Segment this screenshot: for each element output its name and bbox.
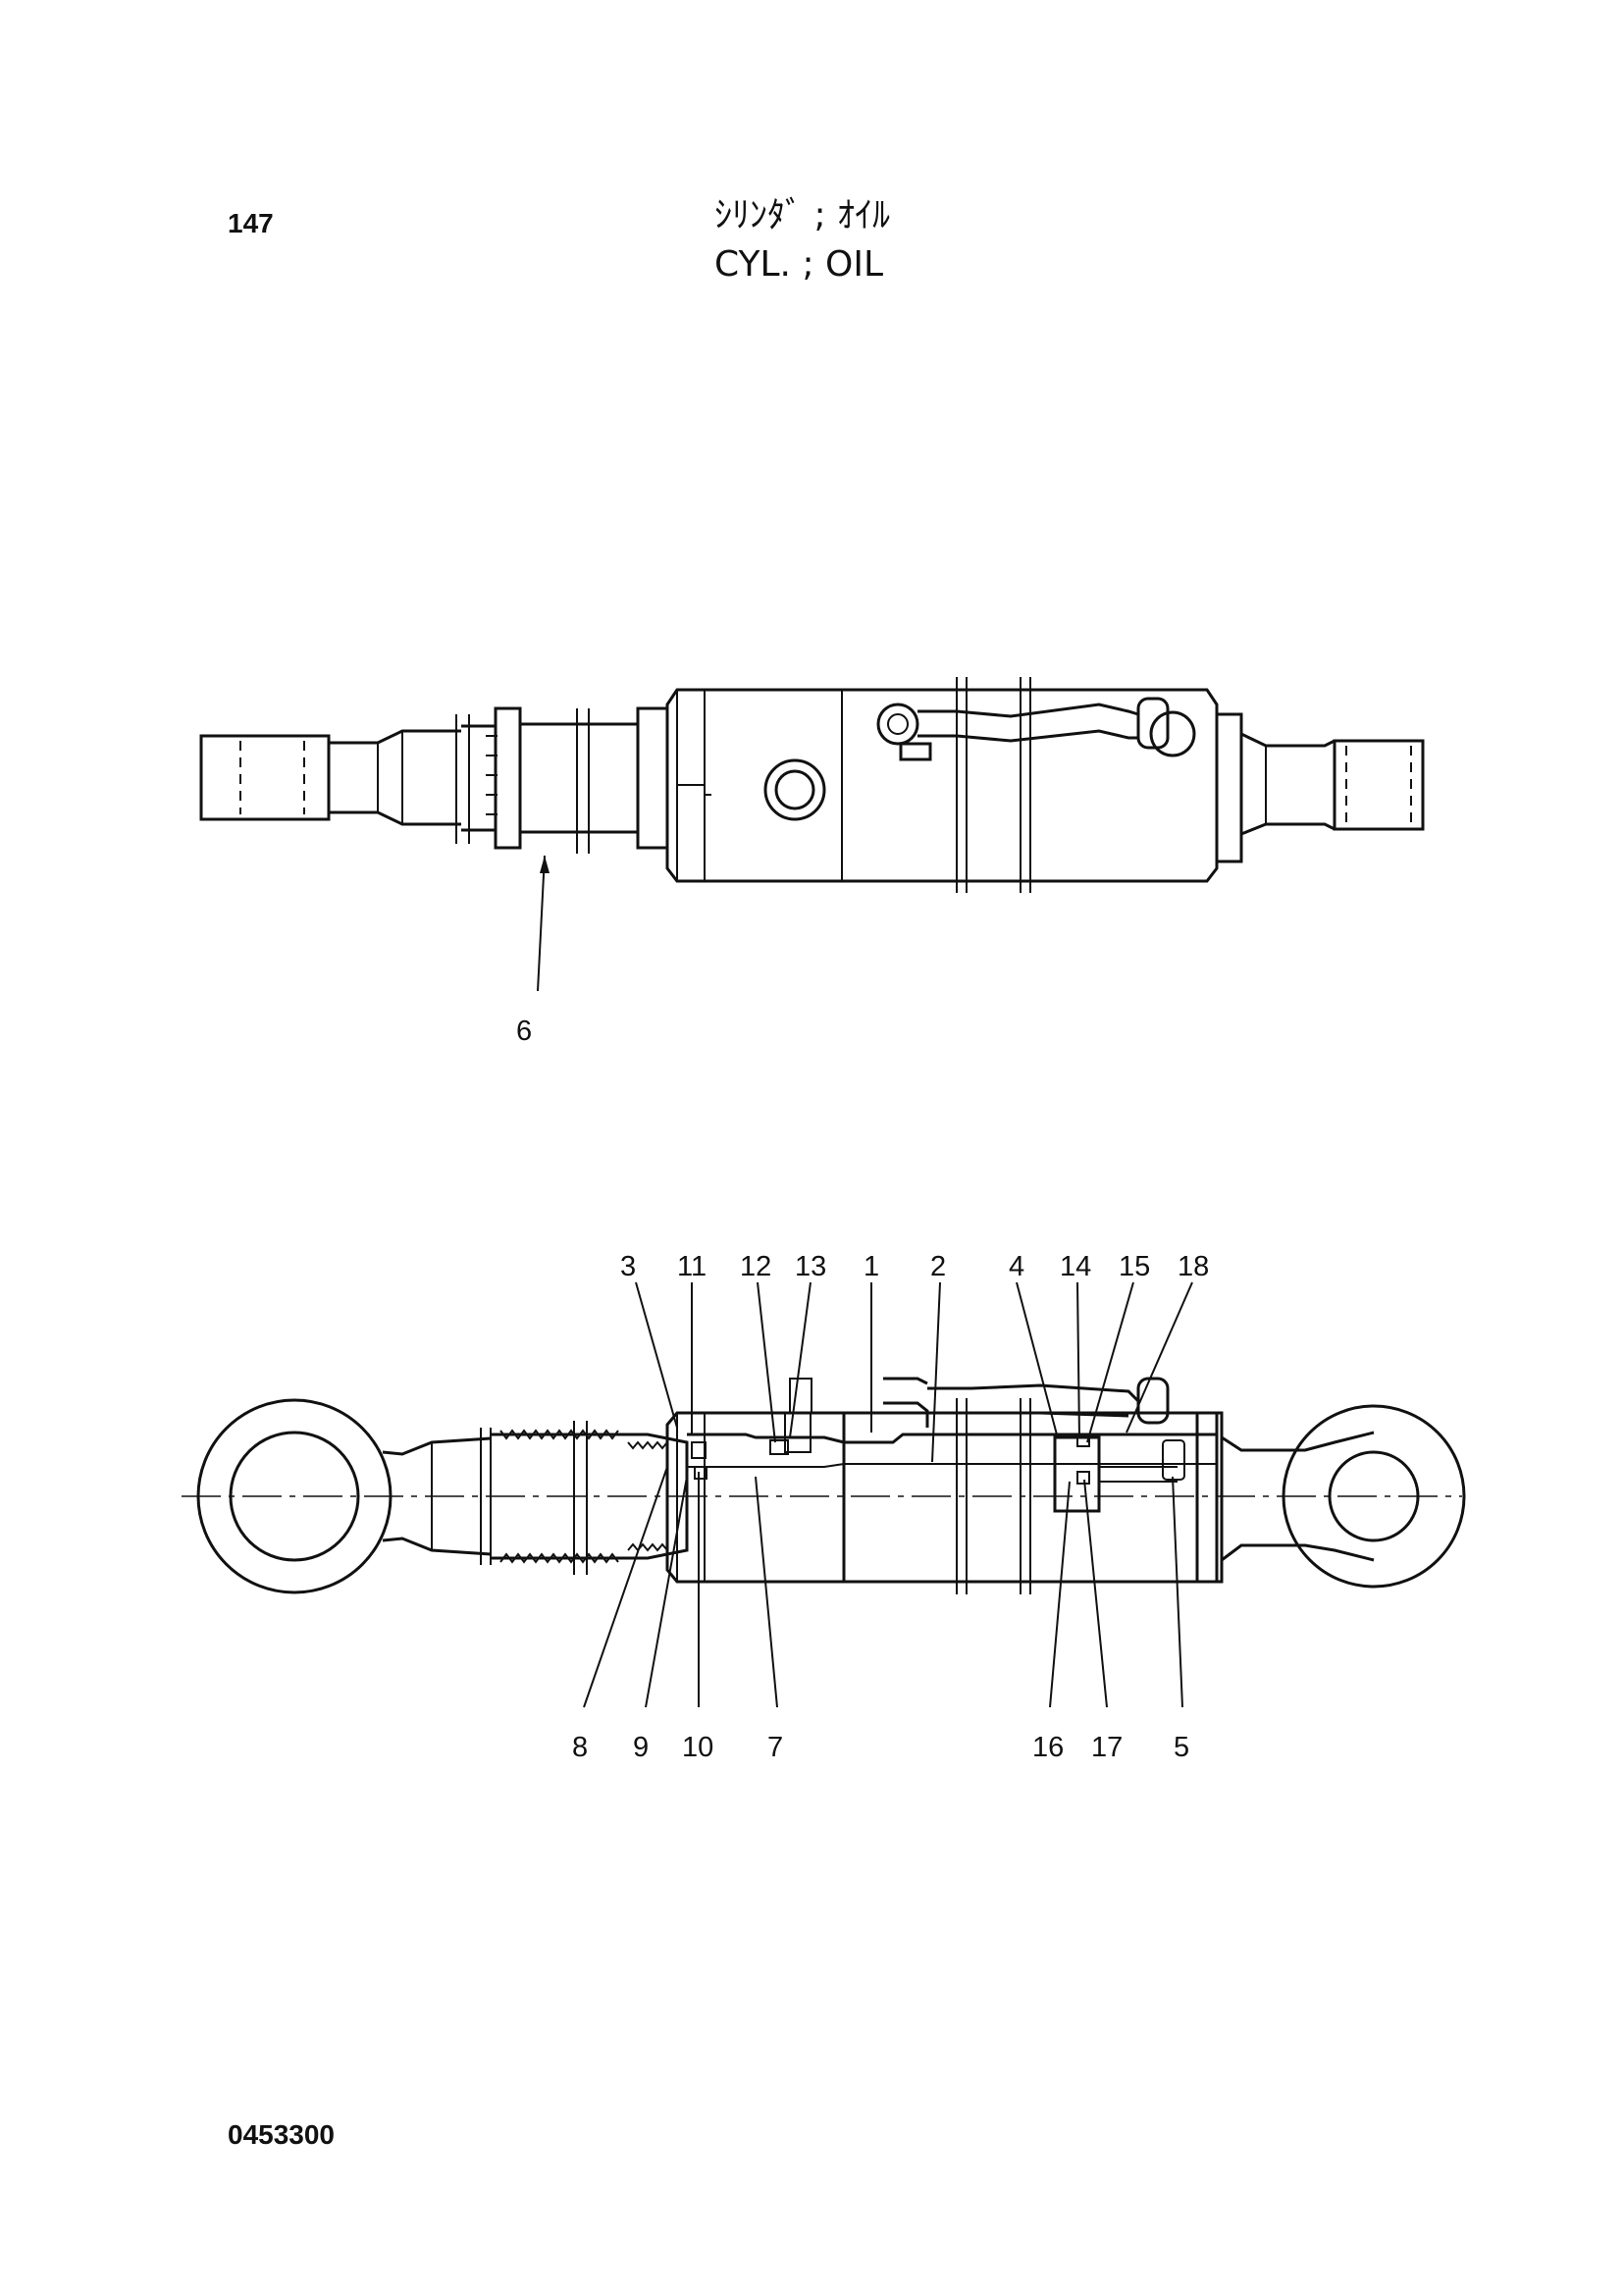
callout-9: 9	[633, 1732, 649, 1763]
callout-2: 2	[930, 1251, 946, 1282]
callout-15: 15	[1119, 1251, 1150, 1282]
title-english: CYL. ; OIL	[714, 244, 884, 285]
callout-10: 10	[682, 1732, 713, 1763]
callout-14: 14	[1060, 1251, 1091, 1282]
document-code: 0453300	[228, 2119, 336, 2150]
page-number: 147	[228, 208, 274, 238]
callout-13: 13	[795, 1251, 826, 1282]
callout-1: 1	[864, 1251, 879, 1282]
title-block: ｼﾘﾝﾀﾞ ; ｵｲﾙ CYL. ; OIL	[714, 191, 890, 289]
callout-8: 8	[572, 1732, 588, 1763]
title-japanese: ｼﾘﾝﾀﾞ ; ｵｲﾙ	[714, 195, 891, 235]
callout-3: 3	[620, 1251, 636, 1282]
callout-5: 5	[1174, 1732, 1189, 1763]
callout-7: 7	[767, 1732, 783, 1763]
section-leaders	[583, 1281, 1193, 1708]
callout-17: 17	[1091, 1732, 1123, 1763]
callout-18: 18	[1178, 1251, 1209, 1282]
callout-6: 6	[516, 1016, 532, 1047]
callout-11: 11	[677, 1251, 707, 1282]
callout-4: 4	[1009, 1251, 1024, 1282]
callout-12: 12	[740, 1251, 771, 1282]
top-view-cylinder	[199, 677, 1425, 992]
section-view-cylinder	[182, 1377, 1466, 1594]
callout-16: 16	[1032, 1732, 1064, 1763]
